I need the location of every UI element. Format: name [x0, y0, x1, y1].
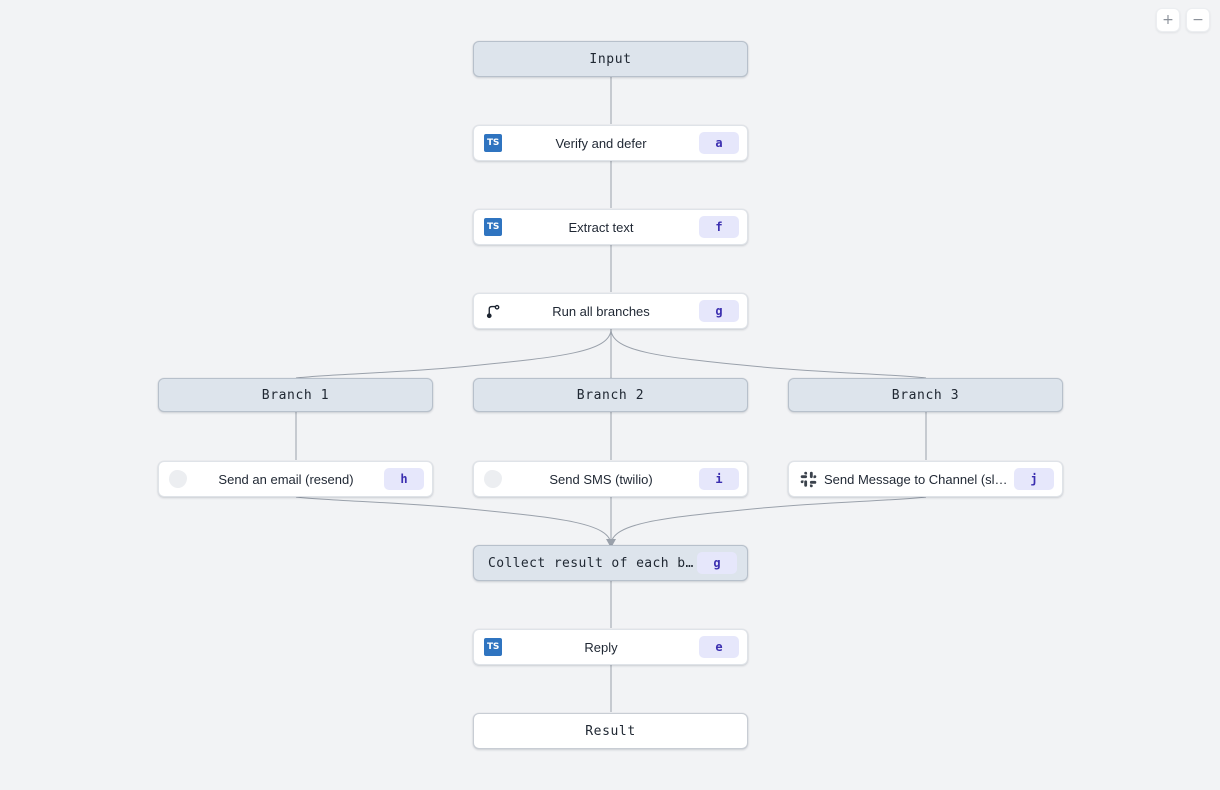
- node-branch-2[interactable]: Branch 2: [473, 378, 748, 412]
- node-branch-1[interactable]: Branch 1: [158, 378, 433, 412]
- typescript-icon: TS: [483, 133, 503, 153]
- node-reply-label: Reply: [584, 639, 618, 655]
- node-send-sms-badge[interactable]: i: [699, 468, 739, 490]
- node-result[interactable]: Result: [473, 713, 748, 749]
- node-branch-3[interactable]: Branch 3: [788, 378, 1063, 412]
- node-send-sms-label: Send SMS (twilio): [549, 471, 653, 487]
- node-reply-badge[interactable]: e: [699, 636, 739, 658]
- node-verify-and-defer-badge[interactable]: a: [699, 132, 739, 154]
- resend-icon: [168, 469, 188, 489]
- node-input-label: Input: [589, 51, 632, 67]
- typescript-icon-text: TS: [484, 638, 502, 656]
- node-verify-and-defer[interactable]: TS Verify and defer a: [473, 125, 748, 161]
- node-run-all-branches-badge[interactable]: g: [699, 300, 739, 322]
- node-send-sms[interactable]: Send SMS (twilio) i: [473, 461, 748, 497]
- node-send-message-to-channel-badge[interactable]: j: [1014, 468, 1054, 490]
- zoom-out-button[interactable]: −: [1186, 8, 1210, 32]
- resend-icon-shape: [169, 470, 187, 488]
- node-collect-result[interactable]: Collect result of each branch g: [473, 545, 748, 581]
- node-branch-3-label: Branch 3: [891, 387, 960, 403]
- twilio-icon-shape: [484, 470, 502, 488]
- edge-runall-to-branch3: [610, 328, 927, 379]
- typescript-icon-text: TS: [484, 218, 502, 236]
- edge-slack-to-collect: [610, 496, 927, 546]
- node-input[interactable]: Input: [473, 41, 748, 77]
- typescript-icon-text: TS: [484, 134, 502, 152]
- node-send-an-email-badge[interactable]: h: [384, 468, 424, 490]
- typescript-icon: TS: [483, 637, 503, 657]
- git-branch-icon: [483, 301, 503, 321]
- node-extract-text[interactable]: TS Extract text f: [473, 209, 748, 245]
- node-collect-result-label: Collect result of each branch: [488, 555, 697, 571]
- node-send-an-email-label: Send an email (resend): [218, 471, 354, 487]
- node-reply[interactable]: TS Reply e: [473, 629, 748, 665]
- edge-email-to-collect: [295, 496, 612, 546]
- node-result-label: Result: [585, 723, 636, 739]
- edge-runall-to-branch1: [295, 328, 612, 379]
- node-extract-text-badge[interactable]: f: [699, 216, 739, 238]
- node-send-an-email[interactable]: Send an email (resend) h: [158, 461, 433, 497]
- node-branch-1-label: Branch 1: [261, 387, 330, 403]
- typescript-icon: TS: [483, 217, 503, 237]
- node-branch-2-label: Branch 2: [576, 387, 645, 403]
- node-run-all-branches-label: Run all branches: [552, 303, 650, 319]
- node-verify-and-defer-label: Verify and defer: [555, 135, 647, 151]
- zoom-controls: + −: [1156, 8, 1210, 32]
- node-send-message-to-channel[interactable]: Send Message to Channel (slack) j: [788, 461, 1063, 497]
- zoom-in-button[interactable]: +: [1156, 8, 1180, 32]
- twilio-icon: [483, 469, 503, 489]
- node-run-all-branches[interactable]: Run all branches g: [473, 293, 748, 329]
- node-extract-text-label: Extract text: [568, 219, 634, 235]
- node-collect-result-badge[interactable]: g: [697, 552, 737, 574]
- node-send-message-to-channel-label: Send Message to Channel (slack): [824, 471, 1014, 487]
- slack-icon: [798, 469, 818, 489]
